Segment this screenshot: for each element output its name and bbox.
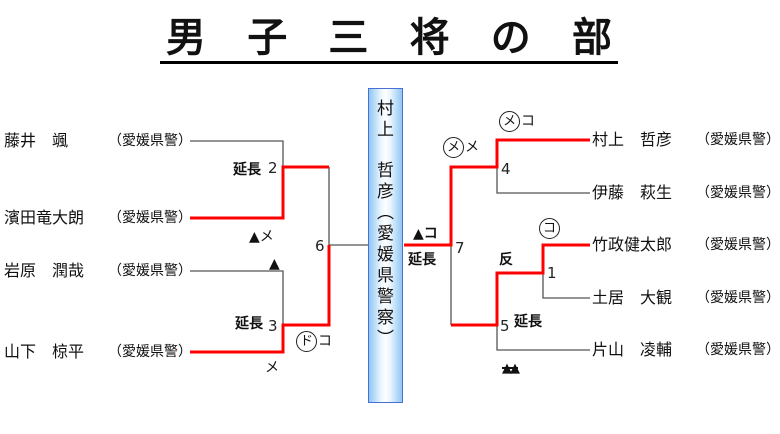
player-affiliation: （愛媛県警） <box>696 237 780 253</box>
match-number-4: 4 <box>501 160 511 178</box>
m7-score: メメ <box>443 137 479 158</box>
player-affiliation: （愛媛県警） <box>696 185 780 201</box>
champion-char: 哲 <box>377 161 394 181</box>
player-affiliation: （愛媛県警） <box>696 342 780 358</box>
bracket-line-iwahara <box>190 270 284 325</box>
champion-char: 愛 <box>377 224 394 244</box>
m7-extension-label: 延長 <box>408 252 436 268</box>
m2-loser-marks: ▲メ <box>249 229 274 245</box>
champion-char: 警 <box>377 287 394 307</box>
m6-score: ドコ <box>296 331 332 352</box>
player-affiliation: （愛媛県警） <box>108 210 192 226</box>
player-affiliation: （愛媛県警） <box>108 344 192 360</box>
title-char: 子 <box>247 15 288 61</box>
champion-char: ︵ <box>377 203 394 223</box>
match-number-1: 1 <box>547 264 557 282</box>
player-right-4: 土居 大観 （愛媛県警） <box>592 288 780 308</box>
title-char: の <box>490 15 531 61</box>
winner-path-murakami <box>404 138 590 247</box>
player-right-5: 片山 凌輔 （愛媛県警） <box>592 340 780 360</box>
player-name: 濱田竜大朗 <box>4 208 85 227</box>
champion-char: 村 <box>377 99 394 119</box>
winner-path-yamashita <box>190 245 331 354</box>
player-affiliation: （愛媛県警） <box>696 290 780 306</box>
champion-box: 村 上 哲 彦 ︵ 愛 媛 県 警 察 ︶ <box>368 88 403 403</box>
title-char: 三 <box>328 15 369 61</box>
bracket-line-doi <box>542 273 590 299</box>
m1-score: コ <box>539 218 561 239</box>
bracket-line-fujii <box>190 140 284 167</box>
winner-path-takemasa <box>451 243 590 327</box>
m1-note: 反 <box>499 252 513 268</box>
player-left-3: 岩原 潤哉 （愛媛県警） <box>4 261 192 281</box>
bracket-line-katayama <box>496 325 590 351</box>
title-char: 将 <box>409 15 450 61</box>
match-number-6: 6 <box>315 237 325 255</box>
match-number-5: 5 <box>500 317 510 335</box>
player-name: 伊藤 萩生 <box>592 183 673 202</box>
score-mark: コ <box>521 113 535 130</box>
player-affiliation: （愛媛県警） <box>108 133 192 149</box>
circled-mark: コ <box>539 218 560 239</box>
player-left-4: 山下 椋平 （愛媛県警） <box>4 342 192 362</box>
m3-bottom-mark: メ <box>265 360 279 376</box>
player-name: 岩原 潤哉 <box>4 261 85 280</box>
champion-char: 察 <box>377 308 394 328</box>
player-name: 土居 大観 <box>592 288 673 307</box>
winner-path-hamada <box>190 165 329 220</box>
m3-extension-label: 延長 <box>235 316 263 332</box>
player-right-2: 伊藤 萩生 （愛媛県警） <box>592 183 780 203</box>
player-right-3: 竹政健太郎 （愛媛県警） <box>592 235 780 255</box>
m5-bottom-marks: ▲▲ <box>502 361 520 376</box>
player-affiliation: （愛媛県警） <box>696 132 780 148</box>
m4-score: メコ <box>499 111 535 132</box>
player-name: 村上 哲彦 <box>592 130 673 149</box>
title-char: 部 <box>571 15 612 61</box>
circled-mark: メ <box>443 137 464 158</box>
player-name: 藤井 颯 <box>4 131 69 150</box>
m5-extension-label: 延長 <box>514 314 542 330</box>
player-affiliation: （愛媛県警） <box>108 263 192 279</box>
circled-mark: メ <box>499 111 520 132</box>
circled-mark: ド <box>296 331 317 352</box>
champion-char: 媛 <box>377 245 394 265</box>
player-left-1: 藤井 颯 （愛媛県警） <box>4 131 192 151</box>
player-name: 山下 椋平 <box>4 342 85 361</box>
champion-char: 彦 <box>377 182 394 202</box>
champion-char: 上 <box>377 120 394 140</box>
page-title: 男 子 三 将 の 部 <box>160 14 618 64</box>
champion-char: ︶ <box>377 329 394 349</box>
champion-char: 県 <box>377 266 394 286</box>
bracket-line-ito <box>496 167 590 194</box>
player-right-1: 村上 哲彦 （愛媛県警） <box>592 130 780 150</box>
player-left-2: 濱田竜大朗 （愛媛県警） <box>4 208 192 228</box>
match-number-3: 3 <box>268 317 278 335</box>
player-name: 片山 凌輔 <box>592 340 673 359</box>
score-mark: コ <box>318 333 332 350</box>
match-number-7: 7 <box>455 239 465 257</box>
m3-top-mark: ▲ <box>269 256 280 272</box>
score-mark: メ <box>465 139 479 156</box>
player-name: 竹政健太郎 <box>592 235 673 254</box>
m2-extension-label: 延長 <box>233 162 261 178</box>
match-number-2: 2 <box>268 159 278 177</box>
m7-final-score: ▲コ <box>413 226 438 242</box>
title-char: 男 <box>166 15 206 61</box>
